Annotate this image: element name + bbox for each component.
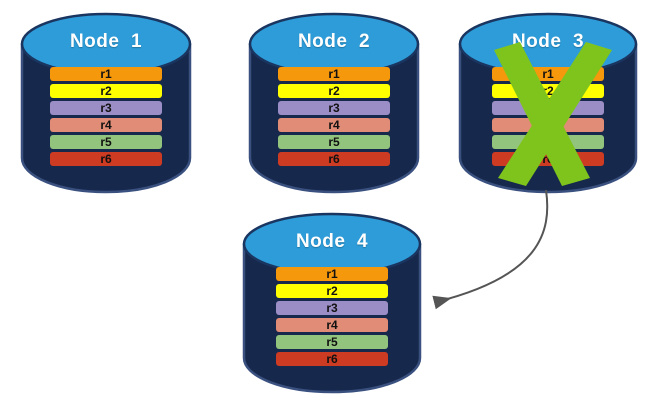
node-1-rows: r1 r2 r3 r4 r5 r6 [50,67,162,166]
data-row-r6: r6 [276,352,388,366]
data-row-r1: r1 [50,67,162,81]
data-row-r5: r5 [276,335,388,349]
data-row-r3: r3 [50,101,162,115]
data-row-r5: r5 [278,135,390,149]
data-row-label: r3 [326,301,338,315]
data-row-label: r5 [542,135,554,149]
node-2-rows: r1 r2 r3 r4 r5 r6 [278,67,390,166]
data-row-label: r2 [100,84,112,98]
data-row-r6: r6 [492,152,604,166]
node-3-rows: r1 r2 r3 r4 r5 r6 [492,67,604,166]
data-row-r4: r4 [50,118,162,132]
data-row-r6: r6 [278,152,390,166]
data-row-label: r1 [326,267,338,281]
data-row-label: r4 [326,318,338,332]
data-row-r4: r4 [276,318,388,332]
data-row-label: r4 [542,118,554,132]
data-row-r2: r2 [278,84,390,98]
data-row-label: r1 [100,67,112,81]
data-row-label: r2 [326,284,338,298]
data-row-label: r2 [542,84,554,98]
data-row-r3: r3 [492,101,604,115]
data-row-label: r6 [326,352,338,366]
data-row-r3: r3 [276,301,388,315]
data-row-r4: r4 [278,118,390,132]
data-row-label: r6 [100,152,112,166]
data-row-r1: r1 [492,67,604,81]
data-row-label: r5 [326,335,338,349]
data-row-r5: r5 [492,135,604,149]
data-row-label: r3 [100,101,112,115]
data-row-label: r5 [328,135,340,149]
data-row-label: r6 [542,152,554,166]
data-row-r1: r1 [276,267,388,281]
data-row-r2: r2 [50,84,162,98]
data-row-label: r4 [328,118,340,132]
data-row-r3: r3 [278,101,390,115]
data-row-label: r3 [328,101,340,115]
data-row-label: r1 [542,67,554,81]
data-row-r6: r6 [50,152,162,166]
data-row-r4: r4 [492,118,604,132]
data-row-r1: r1 [278,67,390,81]
data-row-label: r1 [328,67,340,81]
data-row-label: r6 [328,152,340,166]
data-row-label: r5 [100,135,112,149]
data-row-label: r4 [100,118,112,132]
data-row-r2: r2 [492,84,604,98]
node-4-rows: r1 r2 r3 r4 r5 r6 [276,267,388,366]
data-row-r2: r2 [276,284,388,298]
data-row-r5: r5 [50,135,162,149]
data-row-label: r2 [328,84,340,98]
data-row-label: r3 [542,101,554,115]
